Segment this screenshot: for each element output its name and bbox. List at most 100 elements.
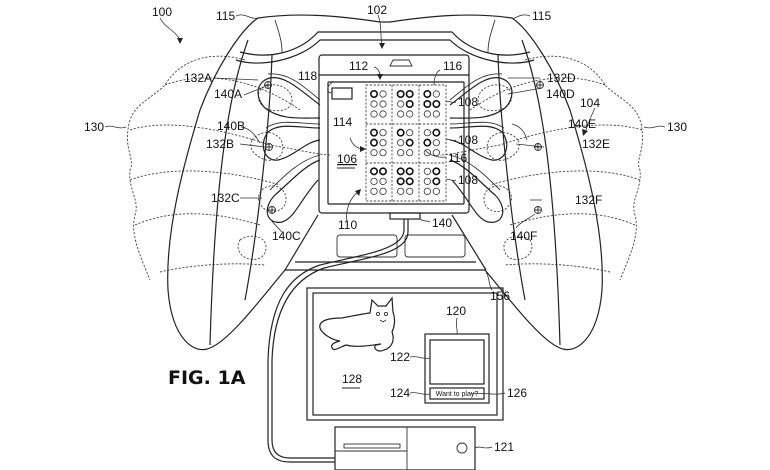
label-132F: 132F <box>575 193 602 207</box>
label-132B: 132B <box>206 137 234 151</box>
label-110: 110 <box>338 218 357 232</box>
braille-pin <box>406 129 414 137</box>
connector-140 <box>389 212 421 220</box>
raised-braille-pin <box>405 177 414 186</box>
label-140B: 140B <box>217 119 245 133</box>
braille-pin <box>379 187 387 195</box>
figure-title: FIG. 1A <box>168 367 246 389</box>
braille-pin <box>370 187 378 195</box>
label-112: 112 <box>349 59 368 73</box>
raised-braille-pin <box>396 177 405 186</box>
raised-braille-pin <box>369 138 378 147</box>
braille-pin <box>432 139 440 147</box>
raised-braille-pin <box>405 100 414 109</box>
raised-braille-pin <box>423 138 432 147</box>
game-console <box>334 426 476 470</box>
label-126: 126 <box>507 386 527 400</box>
braille-pin <box>432 187 440 195</box>
popup-image-area <box>429 339 485 385</box>
braille-pin <box>379 129 387 137</box>
label-100: 100 <box>152 5 172 19</box>
label-121: 121 <box>494 440 514 454</box>
raised-braille-pin <box>369 90 378 99</box>
braille-pin <box>397 149 405 157</box>
braille-pin <box>397 187 405 195</box>
braille-pin <box>406 149 414 157</box>
label-114: 114 <box>333 115 352 129</box>
sensor-140D-icon <box>536 81 544 89</box>
label-108-row3: 108 <box>458 173 478 187</box>
power-button-icon <box>456 442 468 454</box>
label-115-left: 115 <box>216 9 235 23</box>
raised-braille-pin <box>423 100 432 109</box>
braille-pin <box>379 100 387 108</box>
braille-pin <box>432 90 440 98</box>
braille-pin <box>423 177 431 185</box>
raised-braille-pin <box>405 167 414 176</box>
label-132E: 132E <box>582 137 610 151</box>
label-140D: 140D <box>546 87 575 101</box>
label-122: 122 <box>390 350 410 364</box>
sensor-140F-icon <box>534 206 542 214</box>
label-120: 120 <box>446 304 466 318</box>
label-156: 156 <box>490 289 510 303</box>
label-140C: 140C <box>272 229 301 243</box>
raised-braille-pin <box>396 128 405 137</box>
label-128: 128 <box>342 372 362 386</box>
raised-braille-pin <box>369 128 378 137</box>
sensor-140B-icon <box>265 143 273 151</box>
raised-braille-pin <box>432 167 441 176</box>
label-132D: 132D <box>547 71 576 85</box>
braille-pin <box>379 139 387 147</box>
braille-pin <box>370 110 378 118</box>
braille-pin <box>379 149 387 157</box>
raised-braille-pin <box>423 90 432 99</box>
popup-message: Want to play? <box>436 391 479 398</box>
label-140A: 140A <box>214 87 242 101</box>
braille-pin <box>423 187 431 195</box>
braille-pin <box>379 177 387 185</box>
braille-pin <box>370 177 378 185</box>
label-132C: 132C <box>211 191 240 205</box>
label-118: 118 <box>298 69 317 83</box>
label-140F: 140F <box>510 229 537 243</box>
label-140E: 140E <box>568 117 596 131</box>
reference-labels: 100 115 115 102 112 116 118 114 106 108 … <box>84 3 687 454</box>
label-104: 104 <box>580 96 600 110</box>
braille-pin <box>406 110 414 118</box>
sensor-140C-icon <box>268 206 276 214</box>
braille-pin <box>397 139 405 147</box>
label-130-left: 130 <box>84 120 104 134</box>
label-108-row2: 108 <box>458 133 478 147</box>
indicator-box <box>331 87 353 100</box>
raised-braille-pin <box>369 167 378 176</box>
tactile-display-device <box>318 54 470 220</box>
braille-pin <box>379 110 387 118</box>
raised-braille-pin <box>396 90 405 99</box>
label-115-right: 115 <box>532 9 551 23</box>
right-hand-outline <box>439 55 644 281</box>
braille-pin <box>370 149 378 157</box>
braille-pin <box>423 167 431 175</box>
braille-pin-array <box>369 90 441 195</box>
braille-pin <box>432 110 440 118</box>
raised-braille-pin <box>405 90 414 99</box>
controller-body <box>167 14 603 351</box>
raised-braille-pin <box>432 177 441 186</box>
cat-image-icon <box>319 296 396 352</box>
raised-braille-pin <box>405 138 414 147</box>
port-slot-icon <box>389 59 413 67</box>
braille-pin <box>397 110 405 118</box>
label-116-top: 116 <box>443 59 462 73</box>
braille-pin <box>423 129 431 137</box>
label-132A: 132A <box>184 71 212 85</box>
raised-braille-pin <box>432 100 441 109</box>
finger-levers <box>257 73 544 223</box>
braille-pin <box>406 187 414 195</box>
sensor-140A-icon <box>264 81 272 89</box>
raised-braille-pin <box>432 128 441 137</box>
label-106: 106 <box>337 152 357 166</box>
raised-braille-pin <box>378 167 387 176</box>
label-140: 140 <box>432 216 452 230</box>
